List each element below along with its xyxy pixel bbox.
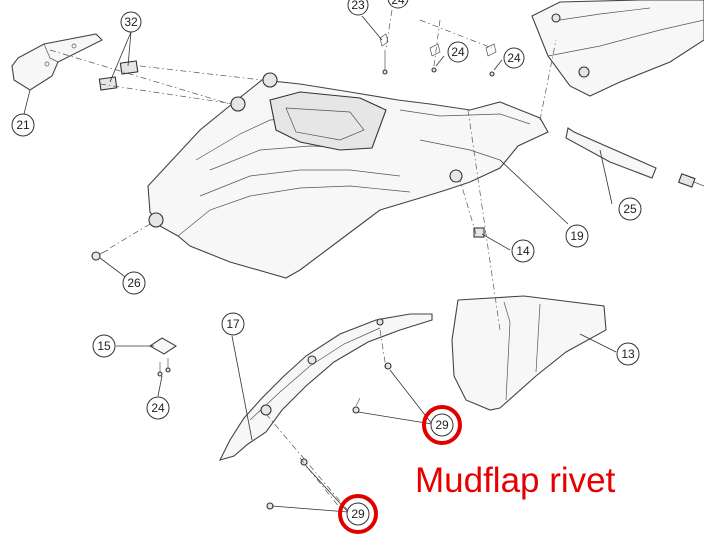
part-25-strip: [565, 127, 657, 179]
callout-29-upper: 29: [422, 405, 462, 445]
callout-19: 19: [565, 224, 589, 248]
part-26-screw: [91, 223, 151, 261]
part-15-plate: [148, 337, 178, 377]
callout-17-label: 17: [226, 317, 240, 331]
highlight-ring-upper: [422, 405, 462, 445]
mudflap-rivet-annotation: Mudflap rivet: [415, 461, 616, 500]
callout-32-label: 32: [124, 15, 138, 29]
part-21-bracket: [11, 33, 103, 91]
callout-24-lower: 24: [146, 396, 170, 420]
alignment-lines: [49, 39, 557, 521]
part-13-mudflap: [451, 295, 607, 411]
callout-25: 25: [618, 197, 642, 221]
part-14-nut: [473, 227, 485, 238]
callout-15-label: 15: [97, 339, 111, 353]
callout-19-label: 19: [570, 229, 584, 243]
callout-13-label: 13: [621, 347, 635, 361]
callout-24-top-mid-label: 24: [451, 45, 465, 59]
callout-29-lower-label: 29: [351, 507, 365, 521]
callout-25-label: 25: [623, 202, 637, 216]
part-17-fender: [218, 313, 433, 461]
callout-29-lower: 29: [338, 494, 378, 534]
callout-24-top-right: 24: [503, 47, 525, 69]
highlight-ring-lower: [338, 494, 378, 534]
callout-21-label: 21: [16, 118, 30, 132]
callout-13: 13: [616, 342, 640, 366]
part-32-clips: [98, 60, 139, 91]
callout-26-label: 26: [127, 276, 141, 290]
right-connector: [678, 173, 704, 188]
top-screws: [379, 9, 497, 77]
callout-14-label: 14: [516, 244, 530, 258]
callout-29-upper-label: 29: [435, 418, 449, 432]
callout-14: 14: [511, 239, 535, 263]
callout-24-top-left-label: 24: [391, 0, 405, 7]
callout-32: 32: [120, 11, 142, 33]
callout-24-lower-label: 24: [151, 401, 165, 415]
leader-lines: [23, 15, 617, 513]
callout-23-label: 23: [351, 0, 365, 12]
callout-17: 17: [221, 312, 245, 336]
part-main-side-panel: [147, 72, 549, 279]
callout-15: 15: [92, 334, 116, 358]
callout-23: 23: [347, 0, 369, 16]
callout-21: 21: [11, 113, 35, 137]
callout-26: 26: [122, 271, 146, 295]
callout-24-top-right-label: 24: [507, 51, 521, 65]
part-upper-right-panel: [531, 0, 704, 97]
callout-24-top-mid: 24: [447, 41, 469, 63]
callout-24-top-left: 24: [387, 0, 409, 9]
